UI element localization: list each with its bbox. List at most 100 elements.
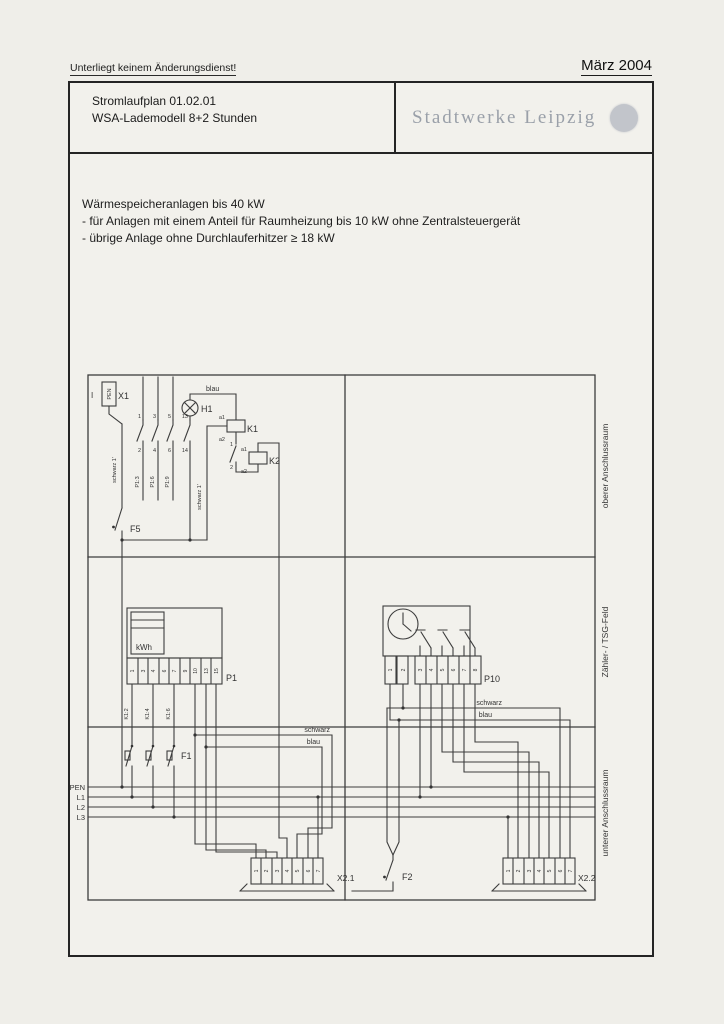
wire-ref-schwarz-right: schwarz 1' (197, 484, 203, 510)
time-switch-p10: 1 2 3 4 5 6 7 8 P10 (382, 605, 500, 685)
meter-p1: kWh 1 3 4 6 7 9 10 13 15 P1 (126, 607, 237, 685)
x22-terminal: 1 (506, 869, 512, 872)
f5-label: F5 (130, 524, 141, 534)
contact-number: 3 (153, 414, 156, 420)
f2-label: F2 (402, 872, 413, 882)
p1-terminal: 1 (130, 669, 136, 672)
change-service-note: Unterliegt keinem Änderungsdienst! (70, 62, 237, 76)
x21-terminal: 4 (285, 869, 291, 872)
contact-number: 14 (182, 448, 188, 454)
p1-terminal: 13 (204, 668, 210, 674)
x1-label: X1 (118, 391, 129, 401)
section-label-unterer-anschlussraum: unterer Anschlussraum (600, 770, 610, 857)
bus-label-l3: L3 (77, 813, 85, 822)
wire-ref-k1-2: K1:2 (124, 708, 130, 719)
terminal-strip-x21: 1 2 3 4 5 6 7 X2.1 (239, 857, 355, 892)
p10-terminal: 5 (440, 668, 446, 671)
k2-a2-label: a2 (241, 469, 247, 475)
x21-terminal: 5 (295, 869, 301, 872)
k1-aux-2: 2 (230, 465, 233, 471)
p1-label: P1 (226, 673, 237, 683)
bus-bars: PEN L1 L2 L3 (70, 783, 596, 822)
section-label-oberer-anschlussraum: oberer Anschlussraum (600, 424, 610, 509)
switch-f2: F2 (351, 707, 413, 892)
terminal-x1: PEN X1 I (91, 381, 129, 425)
k2-label: K2 (269, 456, 280, 466)
description-line-1: Wärmespeicheranlagen bis 40 kW (82, 197, 265, 211)
description-block: Wärmespeicheranlagen bis 40 kW - für Anl… (82, 196, 520, 247)
diagram-frame (87, 374, 596, 901)
x1-marker: I (91, 391, 93, 400)
p10-terminal: 8 (473, 668, 479, 671)
wire-label-schwarz-p10: schwarz (476, 700, 502, 707)
wire-label-blau-top: blau (206, 386, 219, 393)
wires-p10: schwarz blau (386, 683, 571, 859)
wire-label-blau-mid: blau (307, 739, 320, 746)
p10-terminal: 7 (462, 668, 468, 671)
title-block: Stromlaufplan 01.02.01 WSA-Lademodell 8+… (70, 83, 652, 154)
contact-number: 6 (168, 448, 171, 454)
wire-label-schwarz-mid: schwarz (304, 727, 330, 734)
p1-terminal: 4 (151, 669, 157, 672)
wire-ref-k1-4: K1:4 (145, 708, 151, 719)
fuse-switch-f1: F1 K1:2 K1:4 K1:6 (124, 683, 192, 818)
x22-terminal: 7 (568, 869, 574, 872)
contactor-k2-coil: a1 a2 K2 (241, 442, 288, 859)
x21-terminal: 1 (254, 869, 260, 872)
p1-terminal: 15 (214, 668, 220, 674)
date-label: März 2004 (581, 57, 652, 76)
contact-number: 5 (168, 414, 171, 420)
drawing-frame: Stromlaufplan 01.02.01 WSA-Lademodell 8+… (68, 81, 654, 957)
junction-dots (120, 538, 510, 819)
brand-name: Stadtwerke Leipzig (412, 106, 597, 128)
p10-terminal: 2 (401, 668, 407, 671)
contactor-k1-main-contacts: 1 3 5 13 2 4 6 14 P1:3 P1:6 P1:9 schwarz… (112, 376, 203, 541)
brand-cell: Stadtwerke Leipzig (396, 83, 652, 152)
section-labels: oberer Anschlussraum Zähler- / TSG-Feld … (600, 424, 610, 857)
k1-a2-label: a2 (219, 437, 225, 443)
p1-terminal: 10 (193, 668, 199, 674)
p1-terminal: 6 (162, 669, 168, 672)
x21-terminal: 6 (306, 869, 312, 872)
description-line-3: - übrige Anlage ohne Durchlauferhitzer ≥… (82, 231, 335, 245)
x22-terminal: 6 (558, 869, 564, 872)
f1-label: F1 (181, 751, 192, 761)
circuit-diagram: oberer Anschlussraum Zähler- / TSG-Feld … (70, 374, 610, 901)
wire-ref-schwarz-left: schwarz 1' (112, 457, 118, 483)
k2-a1-label: a1 (241, 447, 247, 453)
doc-subtitle: WSA-Lademodell 8+2 Stunden (92, 111, 258, 125)
brand-logo-circle-icon (610, 103, 638, 132)
contact-number: 13 (182, 414, 188, 420)
contact-number: 1 (138, 414, 141, 420)
x21-terminal: 2 (264, 869, 270, 872)
contact-number: 4 (153, 448, 156, 454)
x22-label: X2.2 (578, 873, 596, 883)
section-label-zaehler-tsg-feld: Zähler- / TSG-Feld (600, 606, 610, 677)
terminal-strip-x22: 1 2 3 4 5 6 7 X2.2 (491, 857, 596, 892)
lamp-h1: H1 blau (181, 386, 237, 421)
x22-terminal: 2 (516, 869, 522, 872)
p10-terminal: 3 (418, 668, 424, 671)
p1-kwh-label: kWh (136, 643, 152, 652)
description-line-2: - für Anlagen mit einem Anteil für Raumh… (82, 214, 521, 228)
h1-label: H1 (201, 404, 213, 414)
x21-terminal: 3 (275, 869, 281, 872)
x21-terminal: 7 (316, 869, 322, 872)
k1-aux-1: 1 (230, 442, 233, 448)
x21-label: X2.1 (337, 873, 355, 883)
bus-label-l2: L2 (77, 803, 85, 812)
p10-terminal: 1 (388, 668, 394, 671)
x22-terminal: 5 (547, 869, 553, 872)
switch-f5: F5 (112, 423, 208, 788)
k1-a1-label: a1 (219, 415, 225, 421)
wire-ref-p1-9: P1:9 (165, 476, 171, 487)
wire-ref-p1-3: P1:3 (135, 476, 141, 487)
bus-label-l1: L1 (77, 793, 85, 802)
wires-p1-to-x21: schwarz blau (194, 683, 333, 859)
x1-pen-label: PEN (107, 388, 113, 399)
wire-ref-p1-6: P1:6 (150, 476, 156, 487)
x22-terminal: 3 (527, 869, 533, 872)
wire-ref-k1-6: K1:6 (166, 708, 172, 719)
doc-title: Stromlaufplan 01.02.01 (92, 94, 217, 108)
x22-terminal: 4 (537, 869, 543, 872)
